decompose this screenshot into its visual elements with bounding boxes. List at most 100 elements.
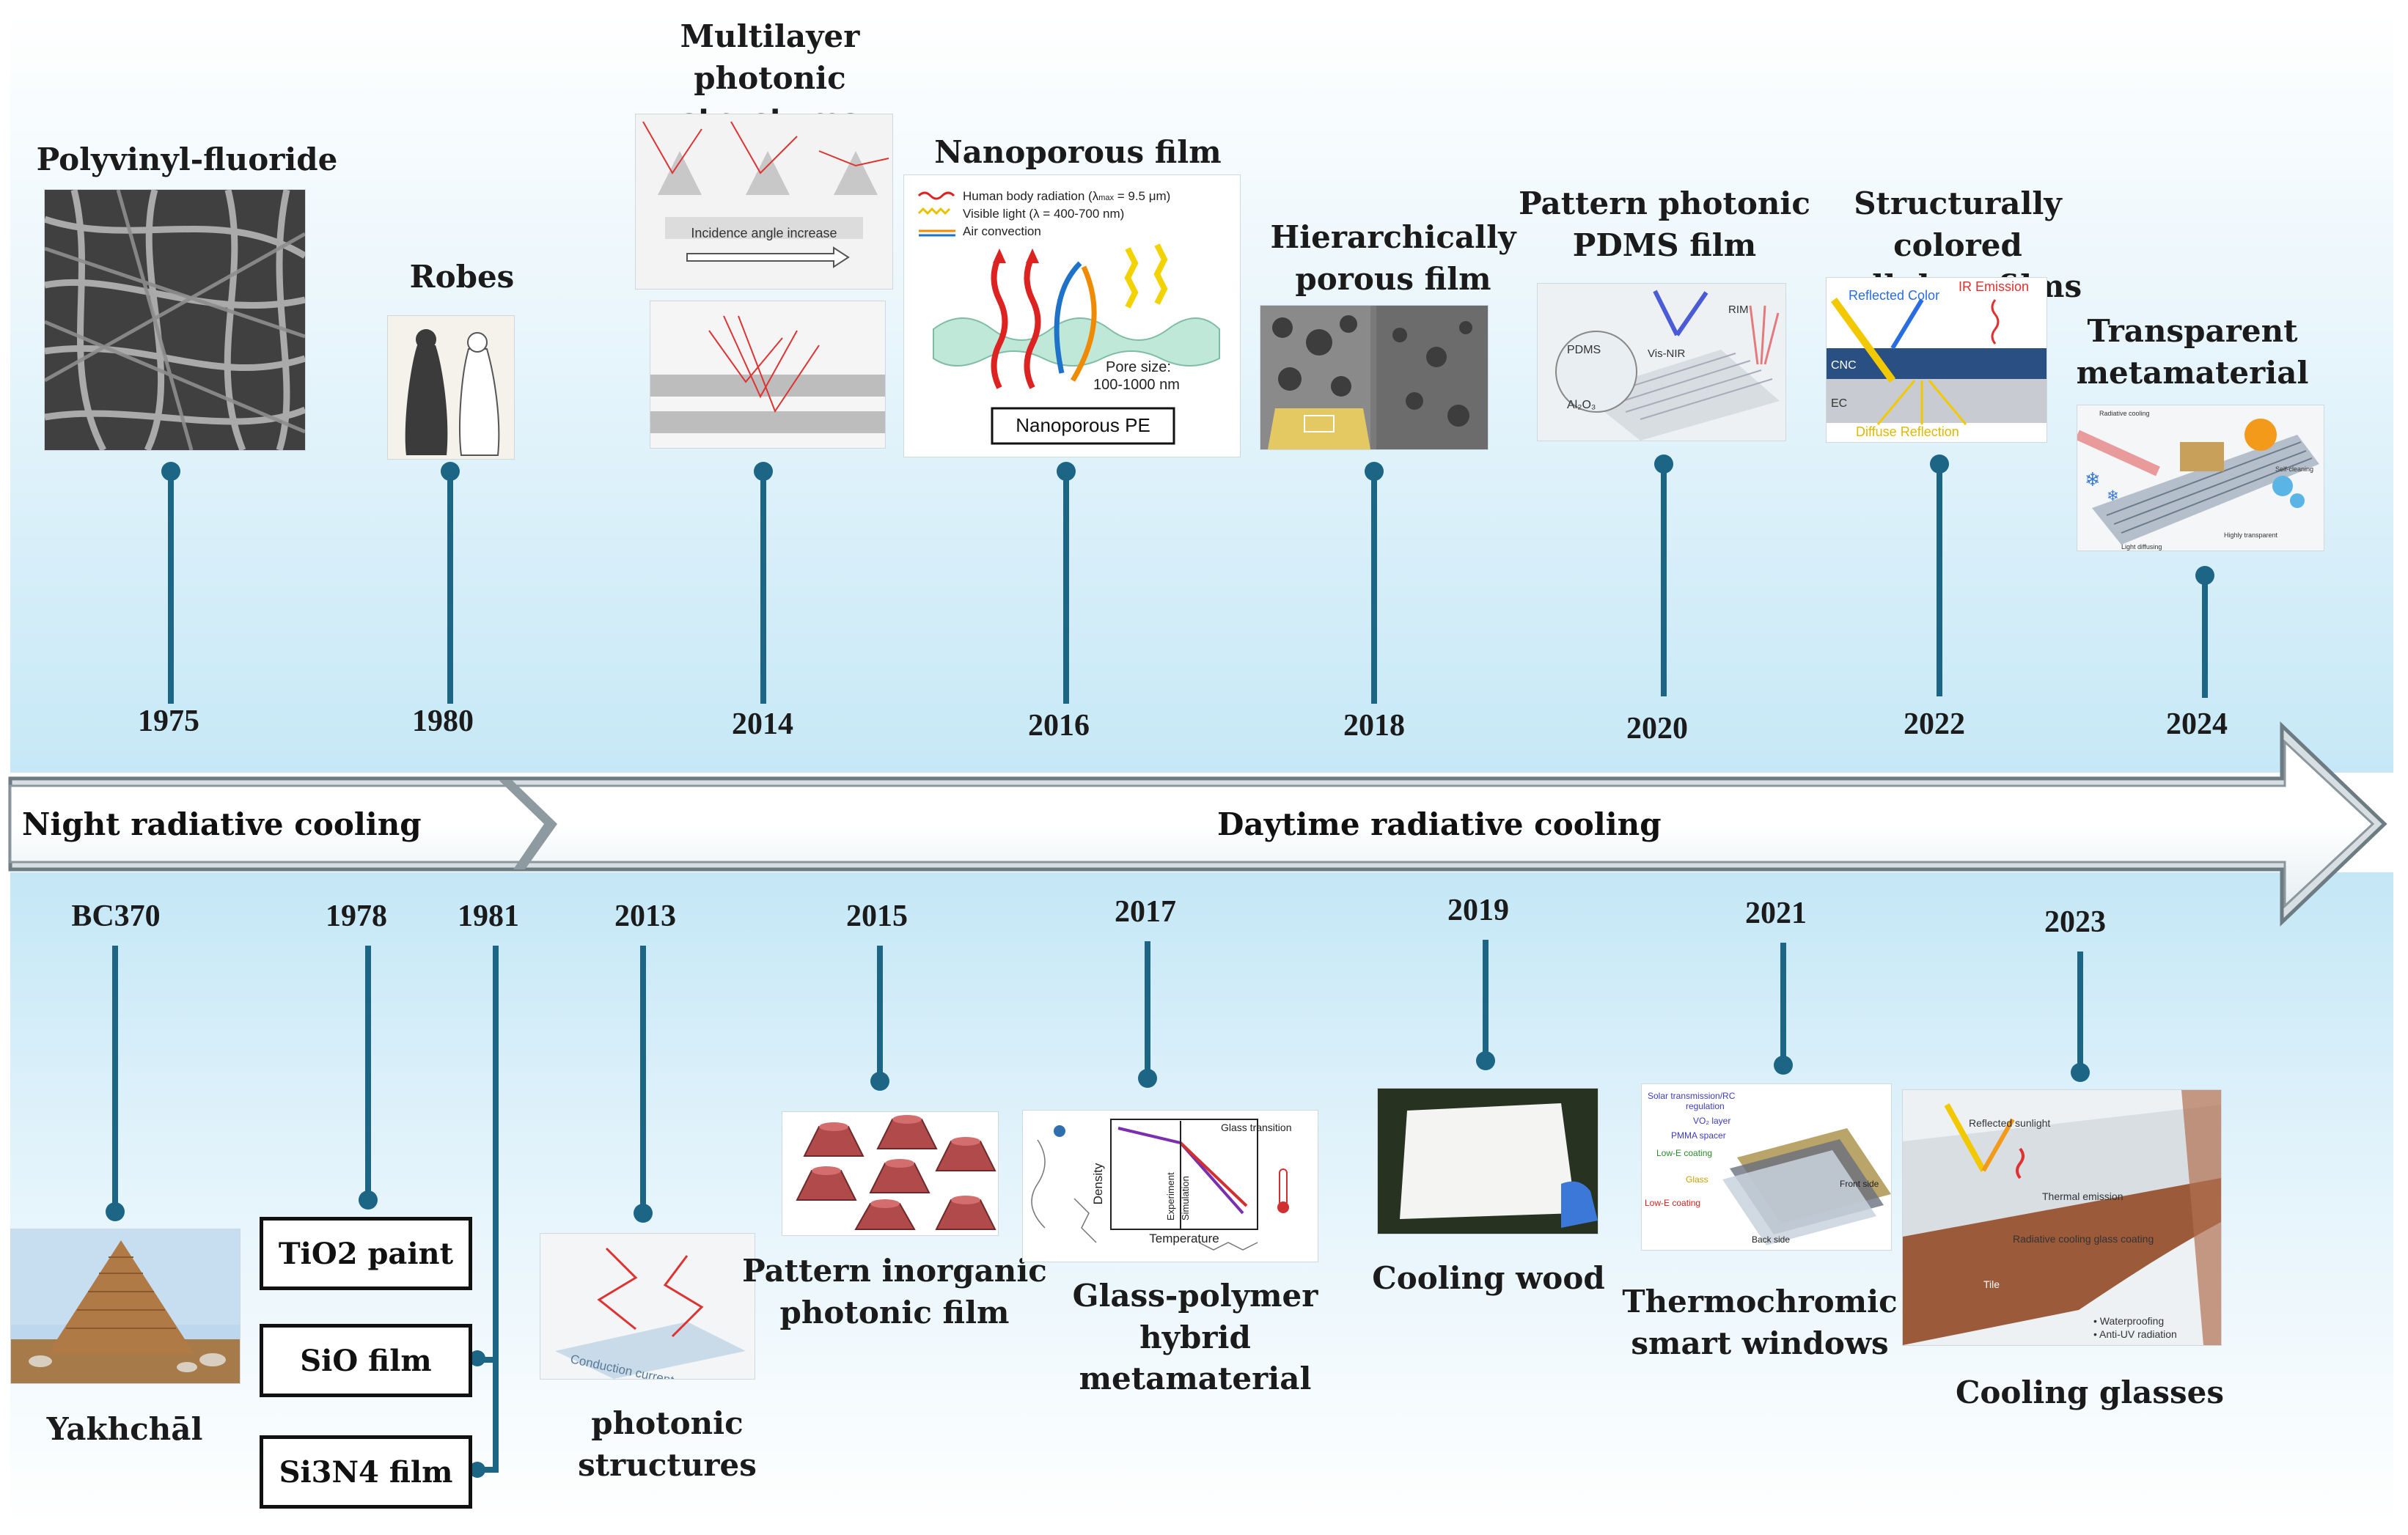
cellulose-films-schematic: CNC EC Reflected Color IR Emission Diffu…	[1826, 277, 2047, 443]
event-stem-2015	[877, 946, 883, 1076]
rim-text: RIM	[1728, 303, 1749, 316]
nanoporous-film-schematic: Human body radiation (λmax = 9.5 μm) Vis…	[903, 174, 1241, 457]
event-stem-bc370	[112, 946, 118, 1210]
event-marker-2023	[2071, 1063, 2090, 1082]
thermal-emission-text: Thermal emission	[2042, 1190, 2123, 1202]
pmma-spacer-text: PMMA spacer	[1671, 1130, 1726, 1141]
event-stem-2020	[1661, 465, 1667, 696]
event-year-1981: 1981	[458, 899, 519, 933]
sio-film-box: SiO film	[260, 1324, 472, 1397]
light-diffusing-text: Light diffusing	[2121, 543, 2162, 551]
event-stem-2013	[640, 946, 646, 1210]
event-year-2022: 2022	[1904, 707, 1965, 741]
event-title-hierarchically-porous: Hierarchically porous film	[1270, 219, 1516, 297]
svg-text:❄: ❄	[2085, 468, 2101, 490]
photonic-structures-figure: Conduction current	[540, 1233, 755, 1380]
event-stem-2017	[1145, 941, 1150, 1072]
multilayer-stack-figure	[650, 301, 886, 449]
pdms-text: PDMS	[1567, 344, 1601, 356]
front-side-text: Front side	[1840, 1179, 1879, 1189]
event-title-glass-polymer: Glass-polymer hybrid metamaterial	[1072, 1278, 1318, 1397]
pore-size-label: Pore size:	[1106, 359, 1171, 375]
multilayer-incidence-figure: Incidence angle increase	[635, 114, 893, 290]
simulation-label: Simulation	[1180, 1176, 1191, 1221]
connector-si3n4	[478, 1467, 499, 1473]
glass-text: Glass	[1686, 1174, 1708, 1185]
cooling-glasses-schematic: Reflected sunlight Thermal emission Radi…	[1902, 1089, 2222, 1346]
transparent-metamaterial-schematic: ❄ ❄ Radiative cooling Self-cleaning Light…	[2077, 405, 2324, 551]
polyvinyl-fluoride-micrograph	[44, 189, 306, 451]
event-year-2014: 2014	[732, 707, 793, 741]
nanoporous-pe-label: Nanoporous PE	[1016, 414, 1150, 436]
event-year-1975: 1975	[138, 704, 199, 738]
event-stem-1978	[365, 946, 371, 1199]
self-cleaning-text: Self-cleaning	[2275, 465, 2313, 473]
event-year-2018: 2018	[1343, 709, 1405, 743]
event-year-2017: 2017	[1115, 895, 1176, 929]
cooling-glass-coating-text: Radiative cooling glass coating	[2013, 1233, 2154, 1245]
event-title-pattern-pdms: Pattern photonic PDMS film	[1519, 185, 1810, 263]
event-year-2016: 2016	[1028, 709, 1090, 743]
event-stem-2014	[760, 473, 766, 704]
ec-text: EC	[1831, 397, 1847, 410]
back-side-text: Back side	[1752, 1234, 1790, 1245]
event-marker-1978	[359, 1190, 378, 1210]
hierarchically-porous-micrograph	[1260, 305, 1489, 450]
glass-transition-label: Glass transition	[1221, 1122, 1291, 1133]
day-era-label: Daytime radiative cooling	[1217, 806, 1662, 842]
event-marker-2015	[870, 1072, 889, 1091]
waterproofing-text: • Waterproofing	[2093, 1315, 2164, 1327]
pore-size-range: 100-1000 nm	[1093, 377, 1180, 393]
robes-illustration	[387, 315, 515, 460]
event-title-transparent-metamaterial: Transparent metamaterial	[2076, 313, 2309, 391]
low-e-coating-2-text: Low-E coating	[1645, 1198, 1700, 1208]
event-marker-2013	[634, 1204, 653, 1223]
low-e-coating-text: Low-E coating	[1656, 1148, 1712, 1158]
anti-uv-text: • Anti-UV radiation	[2093, 1328, 2177, 1340]
glass-polymer-chart: Density Temperature Glass transition Exp…	[1022, 1110, 1318, 1262]
event-stem-2023	[2077, 951, 2083, 1075]
event-marker-2021	[1774, 1056, 1793, 1075]
reflected-color-text: Reflected Color	[1849, 288, 1939, 303]
event-title-yakhchal: Yakhchāl	[46, 1411, 203, 1447]
event-marker-2017	[1138, 1069, 1157, 1088]
event-stem-1981	[493, 946, 499, 1470]
diffuse-reflection-text: Diffuse Reflection	[1856, 424, 1959, 439]
cnc-text: CNC	[1831, 359, 1857, 372]
event-year-2024: 2024	[2166, 707, 2228, 741]
experiment-label: Experiment	[1165, 1172, 1176, 1221]
al2o3-text: Al₂O₃	[1567, 399, 1596, 411]
svg-text:❄: ❄	[2107, 488, 2119, 504]
event-year-2019: 2019	[1447, 894, 1509, 927]
incidence-angle-text: Incidence angle increase	[691, 226, 837, 240]
tile-text: Tile	[1983, 1278, 2000, 1290]
cooling-wood-photo	[1377, 1088, 1598, 1234]
radiative-cooling-text: Radiative cooling	[2099, 410, 2150, 417]
event-marker-sio	[469, 1350, 485, 1366]
event-title-cooling-glasses: Cooling glasses	[1955, 1374, 2225, 1410]
tio2-paint-box: TiO2 paint	[260, 1217, 472, 1290]
vo2-layer-text: VO₂ layer	[1693, 1116, 1730, 1126]
svg-text:Human body radiation (λmax = 9: Human body radiation (λmax = 9.5 μm)	[963, 189, 1170, 203]
legend-visible-light: Visible light (λ = 400-700 nm)	[963, 207, 1124, 221]
event-stem-2024	[2202, 577, 2208, 698]
visnir-text: Vis-NIR	[1648, 347, 1686, 360]
event-stem-2022	[1937, 465, 1942, 696]
event-year-1978: 1978	[326, 899, 387, 933]
density-axis-label: Density	[1091, 1163, 1105, 1204]
event-title-pattern-inorganic: Pattern inorganic photonic film	[742, 1253, 1047, 1330]
event-stem-2021	[1780, 943, 1786, 1060]
event-title-robes: Robes	[409, 259, 515, 295]
event-year-2021: 2021	[1745, 897, 1807, 930]
event-year-2013: 2013	[614, 899, 676, 933]
reflected-sunlight-text: Reflected sunlight	[1969, 1117, 2050, 1129]
event-stem-1980	[447, 473, 453, 704]
event-year-2023: 2023	[2044, 905, 2106, 939]
event-title-photonic-structures: photonic structures	[578, 1405, 757, 1483]
event-marker-si3n4	[469, 1462, 485, 1478]
event-year-bc370: BC370	[71, 899, 161, 933]
ir-emission-text: IR Emission	[1959, 279, 2029, 294]
highly-transparent-text: Highly transparent	[2224, 531, 2278, 539]
